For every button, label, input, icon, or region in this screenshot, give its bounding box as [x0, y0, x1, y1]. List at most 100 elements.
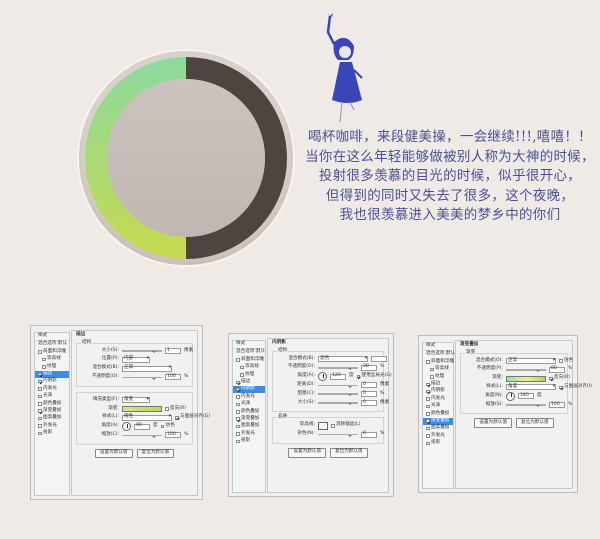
sidebar-item[interactable]: 颜色叠加 — [233, 408, 265, 415]
checkbox[interactable] — [236, 424, 240, 429]
checkbox[interactable] — [236, 380, 240, 384]
checkbox[interactable] — [38, 431, 42, 436]
sidebar-item[interactable]: 斜面和浮雕 — [233, 356, 265, 363]
checkbox[interactable] — [236, 410, 240, 414]
checkbox[interactable] — [426, 426, 430, 431]
sidebar-item[interactable]: 光泽 — [35, 393, 69, 400]
sidebar-item[interactable]: 颜色叠加 — [35, 400, 69, 407]
sidebar-item[interactable]: 光泽 — [233, 401, 265, 408]
color-swatch[interactable] — [371, 355, 387, 362]
checkbox-option[interactable]: 与图层对齐(I) — [559, 384, 592, 390]
value-input[interactable]: 180 — [518, 393, 534, 400]
sidebar-item[interactable]: 纹理 — [423, 373, 453, 380]
sidebar-item[interactable]: 混合选项:默认 — [423, 351, 455, 358]
checkbox[interactable] — [426, 397, 430, 401]
checkbox-option[interactable]: 使用全局光(G) — [356, 374, 392, 379]
angle-dial[interactable] — [318, 372, 327, 382]
sidebar-item[interactable]: 渐变叠加 — [35, 408, 69, 415]
sidebar-item[interactable]: 描边 — [233, 379, 265, 386]
slider[interactable] — [122, 376, 162, 379]
slider[interactable] — [506, 404, 546, 406]
sidebar-item[interactable]: 图案叠加 — [35, 415, 69, 422]
checkbox[interactable] — [356, 374, 361, 379]
sidebar-item[interactable]: 纹理 — [35, 363, 69, 370]
dropdown[interactable]: 滤色▾ — [318, 355, 368, 362]
value-input[interactable]: 90 — [134, 423, 150, 430]
checkbox[interactable] — [236, 358, 240, 362]
reset-default-button[interactable]: 复位为默认值 — [516, 418, 554, 428]
checkbox[interactable] — [240, 373, 244, 377]
sidebar-item[interactable]: 内发光 — [35, 385, 69, 392]
reset-default-button[interactable]: 复位为默认值 — [136, 448, 175, 459]
checkbox[interactable] — [236, 395, 240, 399]
slider[interactable] — [122, 350, 162, 352]
angle-dial[interactable] — [122, 422, 131, 432]
checkbox-option[interactable]: 消除锯齿(L) — [331, 423, 361, 428]
sidebar-item[interactable]: 光泽 — [423, 403, 453, 410]
value-input[interactable]: 0 — [361, 382, 377, 389]
checkbox[interactable] — [236, 387, 240, 392]
checkbox[interactable] — [175, 416, 179, 420]
sidebar-item[interactable]: 渐变叠加 — [233, 416, 265, 423]
reset-default-button[interactable]: 复位为默认值 — [330, 447, 368, 458]
value-input[interactable]: 100 — [165, 432, 181, 439]
checkbox[interactable] — [38, 394, 42, 399]
sidebar-item[interactable]: 内阴影 — [423, 388, 453, 395]
set-default-button[interactable]: 设置为默认值 — [288, 447, 326, 458]
checkbox[interactable] — [42, 357, 46, 362]
checkbox[interactable] — [426, 389, 430, 394]
value-input[interactable]: 80 — [549, 367, 565, 373]
sidebar-item[interactable]: 图案叠加 — [233, 423, 265, 430]
checkbox-option[interactable]: 与图层对齐(G) — [175, 415, 210, 420]
checkbox[interactable] — [426, 360, 430, 364]
slider[interactable] — [122, 434, 162, 437]
checkbox-option[interactable]: 反向(R) — [165, 406, 186, 412]
slider[interactable] — [318, 402, 358, 404]
checkbox[interactable] — [426, 441, 430, 446]
checkbox[interactable] — [549, 376, 553, 381]
checkbox[interactable] — [559, 385, 563, 390]
checkbox[interactable] — [38, 402, 42, 406]
dropdown[interactable]: 正常▾ — [506, 357, 556, 364]
checkbox[interactable] — [430, 367, 434, 372]
checkbox[interactable] — [240, 365, 244, 370]
checkbox[interactable] — [38, 416, 42, 421]
slider[interactable] — [318, 367, 358, 369]
angle-dial[interactable] — [506, 391, 515, 401]
set-default-button[interactable]: 设置为默认值 — [474, 418, 512, 428]
sidebar-item[interactable]: 投影 — [423, 440, 453, 447]
value-input[interactable]: 0 — [361, 391, 377, 398]
checkbox[interactable] — [42, 365, 46, 369]
checkbox[interactable] — [236, 417, 240, 421]
contour-picker[interactable] — [318, 421, 328, 430]
sidebar-item[interactable]: 等高线 — [233, 364, 265, 371]
checkbox[interactable] — [426, 412, 430, 416]
sidebar-item[interactable]: 内阴影 — [233, 385, 265, 394]
sidebar-item[interactable]: 外发光 — [35, 422, 69, 429]
sidebar-item[interactable]: 内发光 — [233, 393, 265, 400]
sidebar-item[interactable]: 投影 — [233, 438, 265, 445]
checkbox-option[interactable]: 仿色 — [160, 424, 175, 429]
checkbox[interactable] — [38, 379, 42, 384]
checkbox[interactable] — [426, 404, 430, 409]
sidebar-item[interactable]: 内阴影 — [35, 378, 69, 385]
value-input[interactable]: 120 — [330, 373, 346, 380]
checkbox[interactable] — [236, 439, 240, 444]
checkbox[interactable] — [426, 382, 430, 386]
checkbox[interactable] — [165, 407, 169, 411]
gradient-picker[interactable] — [122, 405, 162, 412]
sidebar-item[interactable]: 描边 — [423, 381, 453, 388]
value-input[interactable]: 100 — [165, 374, 181, 381]
dropdown[interactable]: 角度▾ — [506, 384, 556, 391]
checkbox[interactable] — [426, 434, 430, 438]
checkbox[interactable] — [38, 409, 42, 413]
sidebar-item[interactable]: 混合选项:默认 — [35, 341, 69, 348]
sidebar-item[interactable]: 斜面和浮雕 — [423, 358, 454, 365]
checkbox[interactable] — [160, 424, 165, 429]
checkbox[interactable] — [236, 402, 240, 407]
value-input[interactable]: 0 — [361, 431, 377, 438]
checkbox[interactable] — [430, 375, 434, 379]
dropdown[interactable]: 线性▾ — [122, 414, 172, 421]
value-input[interactable]: 100 — [549, 402, 565, 408]
gradient-picker[interactable] — [506, 375, 546, 382]
